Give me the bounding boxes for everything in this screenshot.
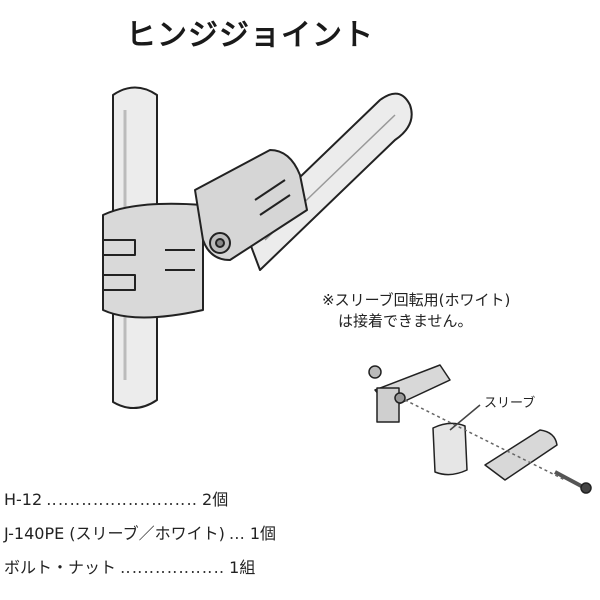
sleeve-label: スリーブ xyxy=(484,396,536,411)
lower-clamp-part xyxy=(484,429,558,481)
part-quantity: 1個 xyxy=(249,524,277,543)
sleeve xyxy=(432,422,468,476)
part-name: H-12 xyxy=(4,490,43,509)
part-quantity: 1組 xyxy=(229,558,256,577)
exploded-view-illustration xyxy=(368,364,592,494)
parts-list: H-12 ‥‥‥‥‥‥‥‥‥‥‥‥‥ 2個 J-140PE (スリーブ／ホワイト… xyxy=(4,486,424,588)
vertical-clamp xyxy=(102,202,204,319)
note-line-1: ※スリーブ回転用(ホワイト) xyxy=(322,291,511,309)
exploded-bolt xyxy=(554,470,586,490)
sleeve-note: ※スリーブ回転用(ホワイト) は接着できません。 xyxy=(322,290,510,332)
nut xyxy=(368,365,382,379)
parts-list-row: H-12 ‥‥‥‥‥‥‥‥‥‥‥‥‥ 2個 xyxy=(4,486,424,520)
part-name: ボルト・ナット xyxy=(4,558,117,577)
leader-dots: … xyxy=(228,524,246,543)
angled-pipe xyxy=(244,92,413,271)
part-quantity: 2個 xyxy=(202,490,229,509)
leader-dots: ‥‥‥‥‥‥‥‥‥ xyxy=(120,558,226,577)
parts-list-row: J-140PE (スリーブ／ホワイト) … 1個 xyxy=(4,520,424,554)
page-title: ヒンジジョイント xyxy=(126,18,374,53)
leader-dots: ‥‥‥‥‥‥‥‥‥‥‥‥‥ xyxy=(46,490,199,509)
note-line-2: は接着できません。 xyxy=(338,312,473,330)
part-name: J-140PE (スリーブ／ホワイト) xyxy=(4,524,225,543)
hinge-joint-illustration xyxy=(102,86,413,409)
parts-list-row: ボルト・ナット ‥‥‥‥‥‥‥‥‥ 1組 xyxy=(4,554,424,588)
